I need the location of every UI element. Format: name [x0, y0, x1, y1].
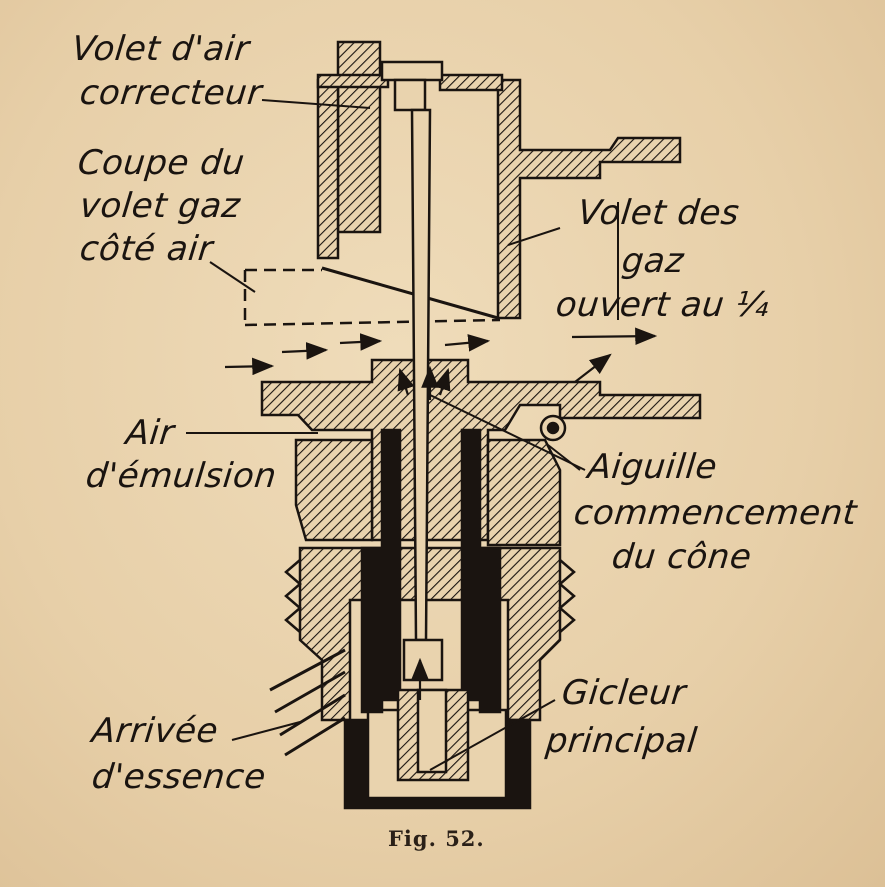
- flow-arrows: [224, 327, 658, 700]
- label-coupe-1: Coupe du: [75, 143, 247, 183]
- gas-flap-section: [243, 268, 501, 327]
- fuel-inlet: [269, 648, 346, 757]
- figure-caption: Fig. 52.: [388, 826, 485, 851]
- label-arrivee-1: Arrivée: [89, 711, 221, 751]
- air-flap-block: [336, 40, 382, 234]
- label-arrivee-2: d'essence: [89, 757, 268, 797]
- needle-head: [380, 60, 444, 82]
- label-volet-gaz-1: Volet des: [575, 193, 742, 233]
- label-volet-gaz-3: ouvert au ¼: [553, 285, 772, 325]
- label-gicleur-1: Gicleur: [559, 673, 688, 713]
- label-gicleur-2: principal: [543, 721, 700, 761]
- label-air-2: d'émulsion: [83, 456, 279, 496]
- label-volet-air-1: Volet d'air: [69, 29, 252, 69]
- label-coupe-3: côté air: [77, 229, 215, 269]
- label-aiguille-1: Aiguille: [585, 447, 720, 487]
- needle: [410, 108, 432, 642]
- label-coupe-2: volet gaz: [77, 186, 243, 226]
- throttle-body-wall: [496, 78, 682, 320]
- leader-lines: [186, 99, 619, 771]
- label-volet-air-2: correcteur: [77, 73, 264, 113]
- label-aiguille-2: commencement: [571, 493, 859, 533]
- label-volet-gaz-2: gaz: [619, 241, 686, 281]
- label-aiguille-3: du cône: [609, 537, 754, 577]
- label-air-1: Air: [123, 413, 177, 453]
